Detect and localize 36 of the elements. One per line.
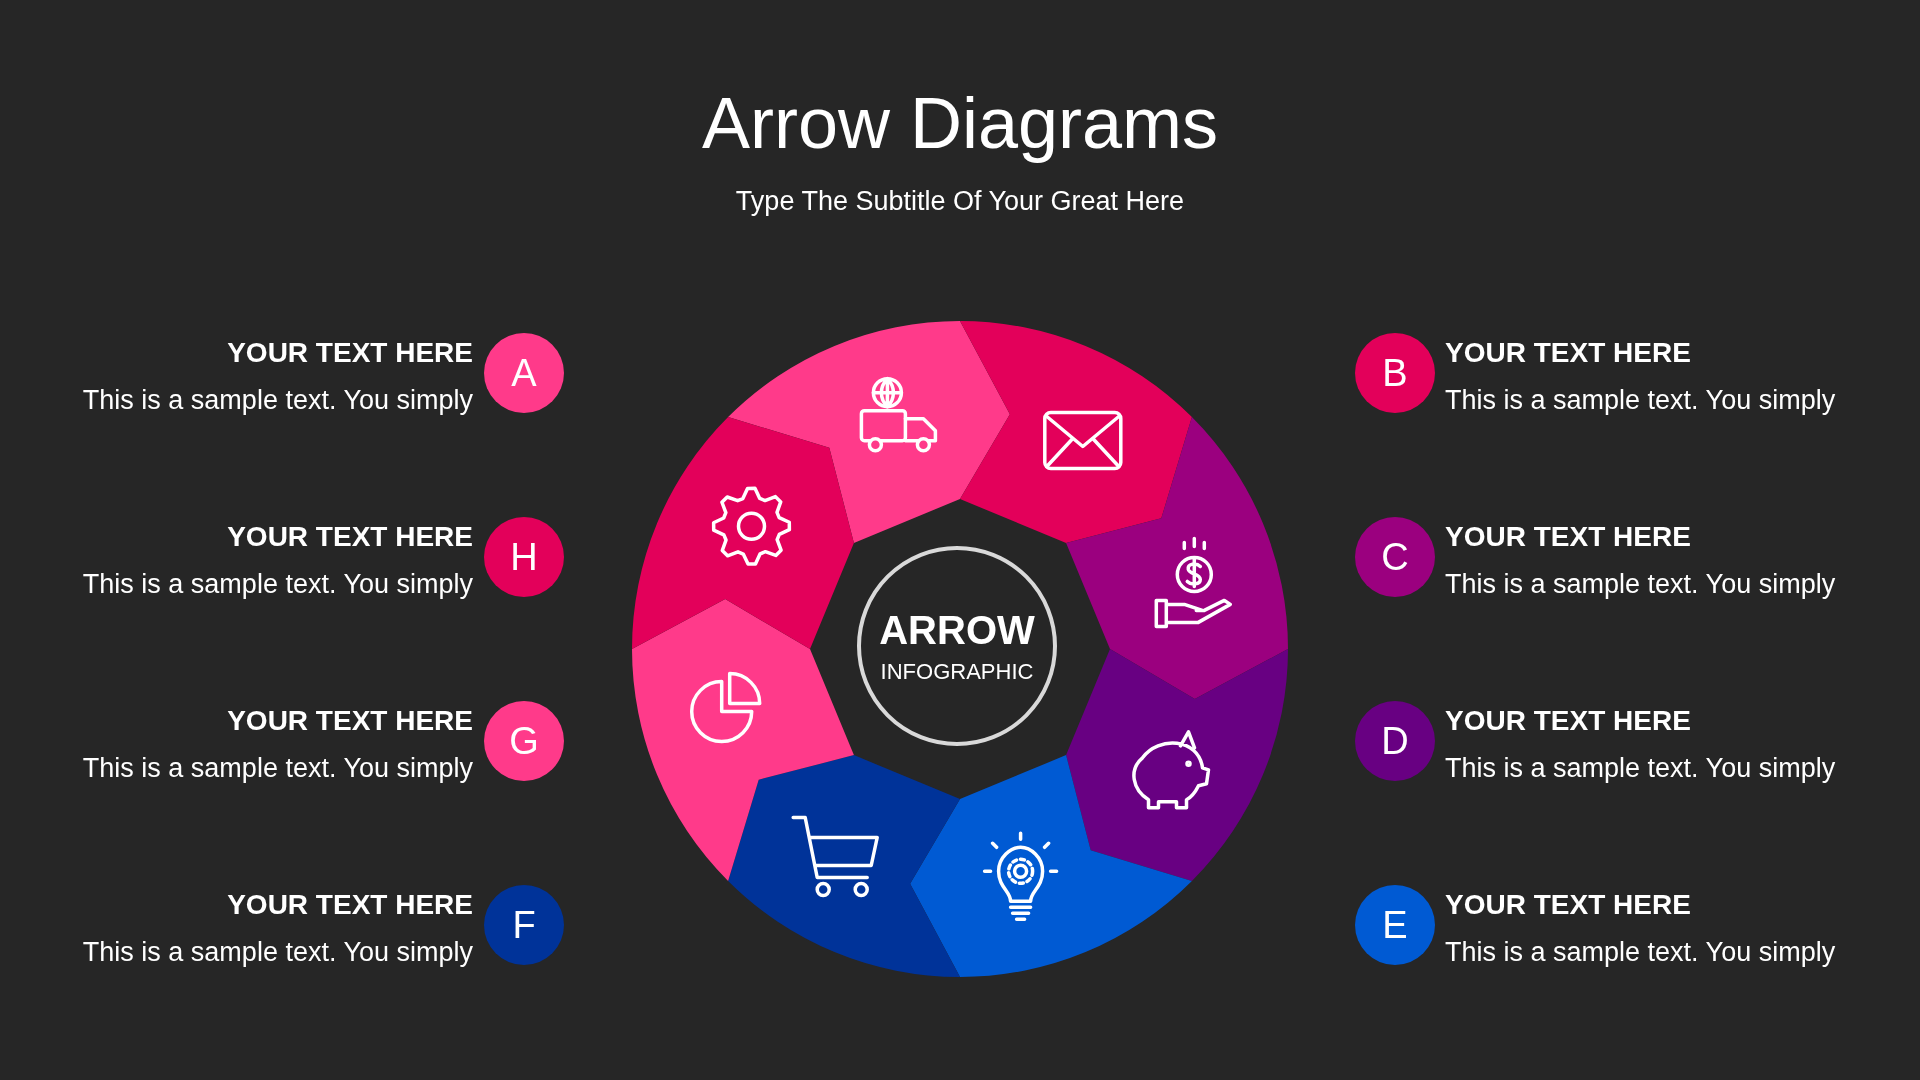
letter-badge: E — [1355, 885, 1435, 965]
ring-segment — [1066, 649, 1288, 881]
ring-segment — [632, 417, 854, 649]
subtitle: Type The Subtitle Of Your Great Here — [734, 186, 1186, 217]
letter-badge: A — [484, 333, 564, 413]
item-description: This is a sample text. You simply — [1445, 569, 1836, 600]
item-description: This is a sample text. You simply — [1445, 937, 1836, 968]
letter-badge: D — [1355, 701, 1435, 781]
letter-badge: H — [484, 517, 564, 597]
ring-segment — [728, 321, 1010, 543]
item-description: This is a sample text. You simply — [82, 385, 473, 416]
letter-badge: B — [1355, 333, 1435, 413]
item-heading: YOUR TEXT HERE — [1445, 337, 1691, 369]
item-heading: YOUR TEXT HERE — [227, 889, 473, 921]
ring-segment — [632, 599, 854, 881]
ring-segment — [960, 321, 1192, 543]
item-description: This is a sample text. You simply — [82, 569, 473, 600]
center-title: ARROW — [879, 607, 1035, 653]
item-description: This is a sample text. You simply — [1445, 385, 1836, 416]
ring-segment — [1066, 417, 1288, 699]
ring-segment — [910, 755, 1192, 977]
item-heading: YOUR TEXT HERE — [227, 521, 473, 553]
item-heading: YOUR TEXT HERE — [1445, 521, 1691, 553]
letter-badge: G — [484, 701, 564, 781]
letter-badge: F — [484, 885, 564, 965]
item-description: This is a sample text. You simply — [82, 937, 473, 968]
item-description: This is a sample text. You simply — [82, 753, 473, 784]
item-description: This is a sample text. You simply — [1445, 753, 1836, 784]
letter-badge: C — [1355, 517, 1435, 597]
ring-segment — [728, 755, 960, 977]
title: Arrow Diagrams — [700, 82, 1220, 164]
item-heading: YOUR TEXT HERE — [227, 705, 473, 737]
item-heading: YOUR TEXT HERE — [227, 337, 473, 369]
item-heading: YOUR TEXT HERE — [1445, 705, 1691, 737]
item-heading: YOUR TEXT HERE — [1445, 889, 1691, 921]
center-subtitle: INFOGRAPHIC — [880, 658, 1034, 685]
